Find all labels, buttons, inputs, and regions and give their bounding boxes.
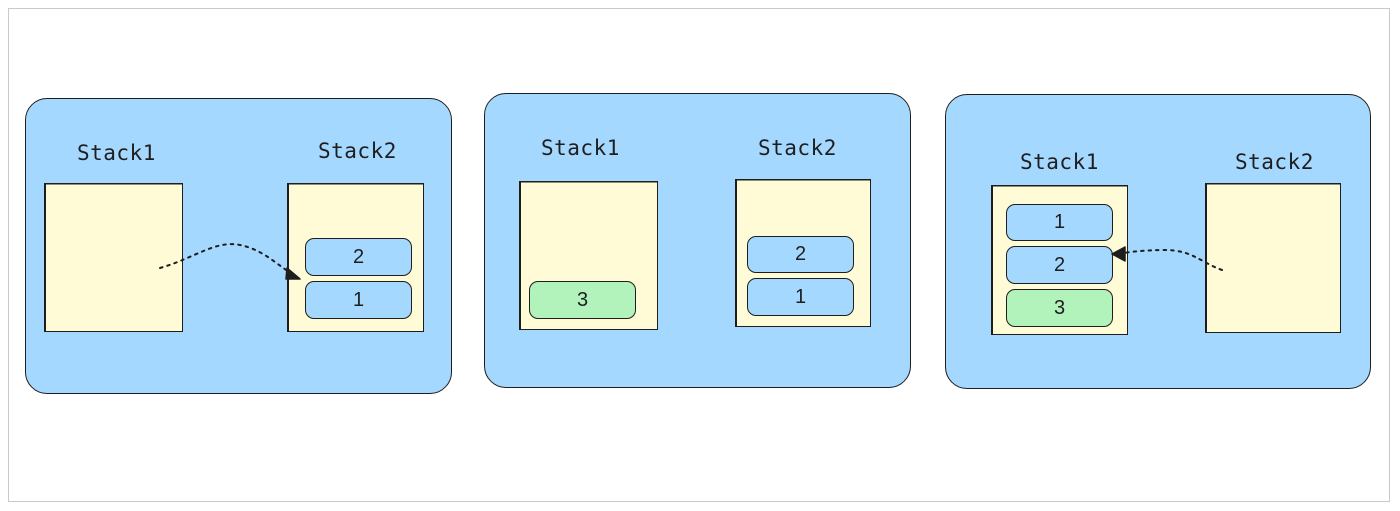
panel-2-stack1-label: Stack1 [541,136,620,160]
panel-1-stack2-item: 2 [305,238,412,276]
panel-1-stack2-item: 1 [305,281,412,319]
panel-3-stack1-label: Stack1 [1020,150,1099,174]
panel-1-stack1 [44,183,183,332]
panel-3-stack1-item: 3 [1006,289,1113,327]
panel-2-stack2-item: 1 [747,278,854,316]
panel-2-stack2-item: 2 [747,236,854,273]
panel-2-stack2-label: Stack2 [758,136,837,160]
panel-2-stack1-item: 3 [529,281,636,319]
panel-1-stack2-label: Stack2 [318,139,397,163]
panel-3-stack1-item: 2 [1006,246,1113,284]
panel-3-stack1-item: 1 [1006,204,1113,241]
panel-1-stack1-label: Stack1 [77,141,156,165]
panel-3-stack2-label: Stack2 [1235,150,1314,174]
panel-3-stack2 [1205,183,1341,333]
